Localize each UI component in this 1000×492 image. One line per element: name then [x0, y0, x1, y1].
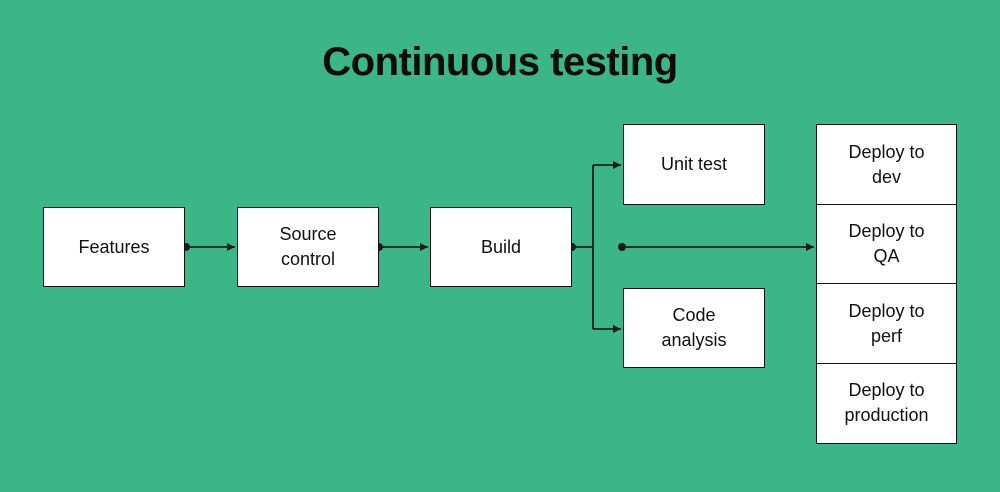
connector-features-to-source-control [182, 243, 235, 251]
node-label: Build [480, 236, 522, 257]
node-label: Source control [279, 224, 337, 269]
node-deploy-perf: Deploy to perf [816, 283, 957, 364]
node-unit-test: Unit test [623, 124, 765, 205]
node-label: Deploy to dev [848, 141, 925, 187]
node-deploy-production: Deploy to production [816, 362, 957, 444]
node-label: Deploy to QA [848, 221, 925, 266]
node-label: Code analysis [661, 305, 727, 350]
node-label: Deploy to perf [848, 300, 925, 346]
node-build: Build [430, 207, 572, 287]
node-label: Deploy to production [844, 380, 929, 425]
node-source-control: Source control [237, 207, 379, 287]
connector-build-branch [568, 161, 621, 333]
node-deploy-dev: Deploy to dev [816, 124, 957, 205]
connector-to-deploy-qa [618, 243, 814, 251]
node-label: Unit test [660, 154, 728, 174]
node-features: Features [43, 207, 185, 287]
diagram-title: Continuous testing [322, 40, 678, 84]
connector-source-control-to-build [375, 243, 428, 251]
node-deploy-qa: Deploy to QA [816, 203, 957, 285]
deploy-stack: Deploy to dev Deploy to QA Deploy to per… [816, 124, 957, 444]
node-code-analysis: Code analysis [623, 288, 765, 368]
node-label: Features [78, 236, 150, 257]
